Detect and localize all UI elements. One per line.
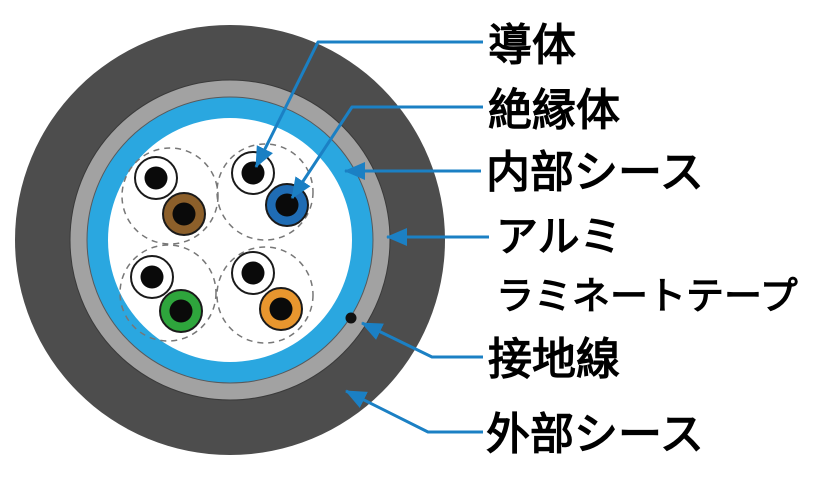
leader-insulator [290,105,483,199]
wire-white-4 [231,251,275,295]
pair-outline [216,143,314,241]
label-ground-wire: 接地線 [488,335,620,384]
wire-conductor [144,166,168,190]
pair-outline [119,244,217,342]
cable-rings [15,25,445,455]
wire-blue [265,183,309,227]
wire-green [159,289,203,333]
twisted-pair-bottom-left [119,244,217,342]
pair-outline [216,246,314,344]
label-aluminum-line1: アルミ [496,213,622,260]
label-inner-sheath: 内部シース [486,148,704,197]
wire-conductor [140,265,164,289]
wire-conductor [169,299,193,323]
twisted-pair-bottom-right [216,246,314,344]
label-aluminum-line2: ラミネートテープ [496,276,798,318]
wire-conductor [241,261,265,285]
ground-wire-dot [345,312,357,324]
label-insulator: 絶縁体 [488,86,620,135]
leader-outer-sheath [345,389,483,434]
wire-white-1 [134,156,178,200]
wire-conductor [172,202,196,226]
leader-ground-wire [361,321,483,359]
pair-outline [121,147,219,245]
wire-conductor [269,297,293,321]
leader-conductor [254,40,483,168]
wire-conductor [241,161,265,185]
wire-orange [259,287,303,331]
wire-conductor [275,193,299,217]
wire-white-2 [231,151,275,195]
wire-brown [162,192,206,236]
label-conductor: 導体 [488,21,576,70]
twisted-pair-top-left [121,147,219,245]
wire-white-3 [130,255,174,299]
labels: 導体 絶縁体 内部シース アルミ ラミネートテープ 接地線 外部シース [486,21,798,459]
leader-lines [254,40,489,434]
label-outer-sheath: 外部シース [486,410,704,459]
